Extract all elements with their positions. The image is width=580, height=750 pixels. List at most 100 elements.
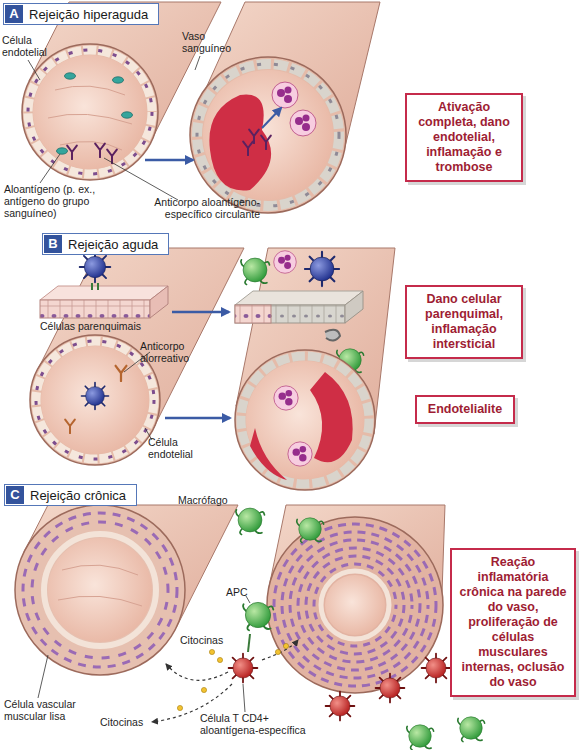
acute-after [235, 248, 395, 490]
annotation-label: Citocinas [100, 716, 150, 728]
annotation-label: Célula endotelial [148, 436, 203, 460]
antibody [249, 130, 259, 144]
damaged-endothelium [197, 64, 339, 206]
alloantigen [113, 77, 124, 83]
parenchymal-cells [40, 300, 150, 318]
normal-vessel [22, 2, 221, 180]
macrophage [236, 508, 265, 534]
smooth-muscle [298, 548, 412, 662]
endothelial-nuclei [28, 50, 152, 174]
vessel-wall [235, 350, 375, 490]
receptor-contact [248, 634, 250, 652]
antibody [95, 144, 105, 158]
neutrophil [274, 386, 298, 410]
vessel-lumen [246, 361, 364, 479]
immune-interaction [152, 508, 298, 722]
annotation-label: Célula vascular muscular lisa [4, 698, 99, 722]
progression-arrow [165, 417, 230, 420]
neutrophil [274, 251, 297, 274]
leader-line [40, 154, 60, 183]
endothelial-ring [44, 534, 156, 646]
hyperacute-vessel [190, 2, 380, 213]
leader-line [28, 60, 40, 80]
t-cell [326, 692, 355, 721]
thrombus [209, 94, 271, 190]
receptor-contact [92, 283, 98, 290]
annotation-label: Anticorpo aloantígeno-específico circula… [110, 196, 260, 220]
cytokine-arrow [166, 664, 228, 680]
panel-letter: C [6, 486, 24, 504]
macrophage [297, 518, 324, 543]
cytokine-dot [217, 657, 222, 662]
cytokine-dot [283, 643, 288, 648]
vessel-lumen [33, 55, 147, 169]
cell-debris [325, 330, 340, 341]
cytokine-arrow [262, 640, 298, 660]
annotation-label: Aloantígeno (p. ex., antígeno do grupo s… [4, 183, 100, 219]
t-cell [82, 383, 109, 410]
vessel-lumen [48, 538, 152, 642]
vessel-wall [22, 44, 158, 180]
smooth-muscle [306, 556, 404, 654]
parenchyma-side [150, 286, 168, 318]
damaged-parenchyma [235, 305, 345, 323]
t-cell [305, 252, 339, 286]
outcome-box: Ativação completa, dano endotelial, infl… [405, 93, 523, 182]
alloreactive-antibody [116, 366, 127, 381]
annotation-label: Células parenquimais [40, 320, 160, 332]
neutrophil [272, 82, 298, 108]
panel-title: Rejeição hiperaguda [29, 7, 148, 22]
alloreactive-antibody [65, 420, 75, 434]
leader-line [104, 158, 178, 200]
macrophage [458, 717, 485, 742]
parenchyma-top [235, 291, 363, 305]
leader-line [243, 684, 245, 712]
smooth-muscle [282, 532, 428, 678]
annotation-label: Vaso sanguíneo [182, 30, 242, 54]
vessel-lumen [41, 346, 149, 454]
t-cell [80, 252, 111, 283]
lumen-texture [58, 565, 142, 606]
cytokine-dot [201, 687, 206, 692]
vessel-wall [267, 517, 443, 693]
panel-title: Rejeição aguda [68, 237, 158, 252]
outcome-box: Dano celular parenquimal, inflamação int… [405, 285, 523, 359]
panel-heading: B Rejeição aguda [42, 233, 169, 255]
antibody [261, 136, 271, 150]
panel-heading: ARejeição hiperaguda [3, 3, 159, 25]
antigen-presenting-cell [243, 602, 273, 630]
panel-letter: B [44, 235, 62, 253]
macrophage [407, 725, 434, 750]
endothelial-damage [250, 428, 287, 480]
outcome-box: Endotelialite [415, 395, 515, 424]
parenchyma-side [345, 291, 363, 323]
smooth-muscle [32, 522, 168, 658]
vessel-lumen [203, 70, 333, 200]
annotation-label: APC [226, 586, 256, 598]
smooth-muscle [23, 513, 177, 667]
outcome-box: Reação inflamatória crônica na parede do… [450, 548, 576, 697]
progression-arrow [145, 159, 193, 162]
vessel-wall [190, 57, 346, 213]
antibody [107, 150, 117, 164]
t-cell [376, 674, 405, 703]
smooth-muscle [314, 564, 396, 646]
smooth-muscle [274, 524, 436, 686]
annotation-label: Anticorpo alorreativo [140, 340, 202, 364]
endothelial-ring [36, 341, 154, 459]
macrophage [241, 258, 270, 284]
alloantigen [122, 112, 133, 118]
smooth-muscle [290, 540, 420, 670]
t-cell [422, 654, 451, 683]
neutrophil [290, 110, 316, 136]
activation-arrow [262, 108, 281, 128]
endothelial-nuclei [36, 341, 154, 459]
annotation-label: Macrófago [178, 494, 238, 506]
neutrophil [288, 442, 312, 466]
annotation-label: Citocinas [180, 634, 230, 646]
outcome-text: Reação inflamatória crônica na parede do… [456, 555, 570, 690]
leader-lines [28, 56, 250, 712]
parenchymal-cells [235, 305, 271, 323]
